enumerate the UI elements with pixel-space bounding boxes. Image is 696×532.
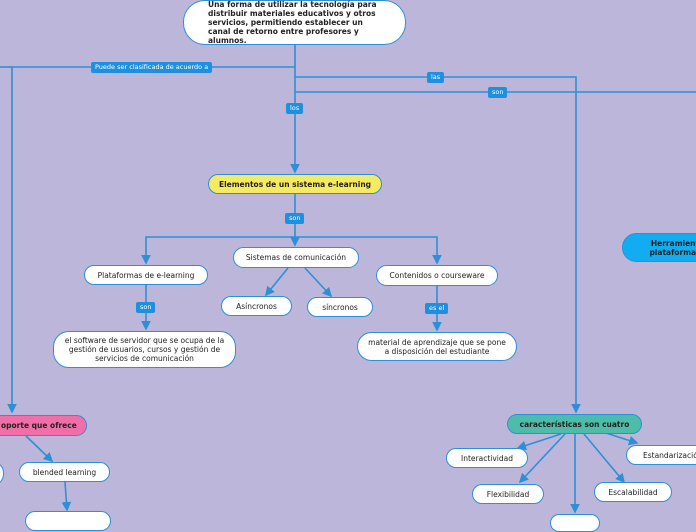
label-los: los [286, 103, 304, 114]
node-escalabilidad[interactable]: Escalabilidad [594, 482, 672, 502]
node-herramientas[interactable]: Herramient plataformas [622, 233, 696, 262]
label-son-plataformas: son [136, 302, 156, 313]
label-las: las [427, 72, 445, 83]
node-flexibilidad[interactable]: Flexibilidad [472, 484, 544, 504]
node-interactividad[interactable]: Interactividad [446, 448, 528, 468]
node-estandarizacion[interactable]: Estandarización [626, 445, 696, 465]
label-son-elementos: son [285, 213, 305, 224]
node-plataformas[interactable]: Plataformas de e-learning [84, 265, 208, 285]
node-soporte[interactable]: oporte que ofrece [0, 415, 87, 436]
label-es-el: es el [425, 303, 449, 314]
root-node[interactable]: Una forma de utilizar la tecnología para… [183, 0, 406, 45]
node-sincronos[interactable]: síncronos [307, 297, 373, 317]
node-blended-child[interactable] [25, 511, 111, 531]
label-son-top: son [488, 87, 508, 98]
node-bottom-center[interactable] [550, 514, 600, 532]
node-elementos[interactable]: Elementos de un sistema e-learning [208, 174, 382, 194]
node-asincronos[interactable]: Asíncronos [221, 296, 292, 316]
node-material[interactable]: material de aprendizaje que se pone a di… [357, 332, 517, 361]
node-sistemas[interactable]: Sistemas de comunicación [233, 247, 359, 268]
node-blended[interactable]: blended learning [19, 462, 110, 482]
node-software[interactable]: el software de servidor que se ocupa de … [53, 331, 236, 368]
node-caracteristicas[interactable]: características son cuatro [507, 414, 642, 434]
root-text: Una forma de utilizar la tecnología para… [208, 0, 377, 45]
node-contenidos[interactable]: Contenidos o courseware [376, 265, 498, 286]
label-clasificada: Puede ser clasificada de acuerdo a [91, 62, 213, 73]
